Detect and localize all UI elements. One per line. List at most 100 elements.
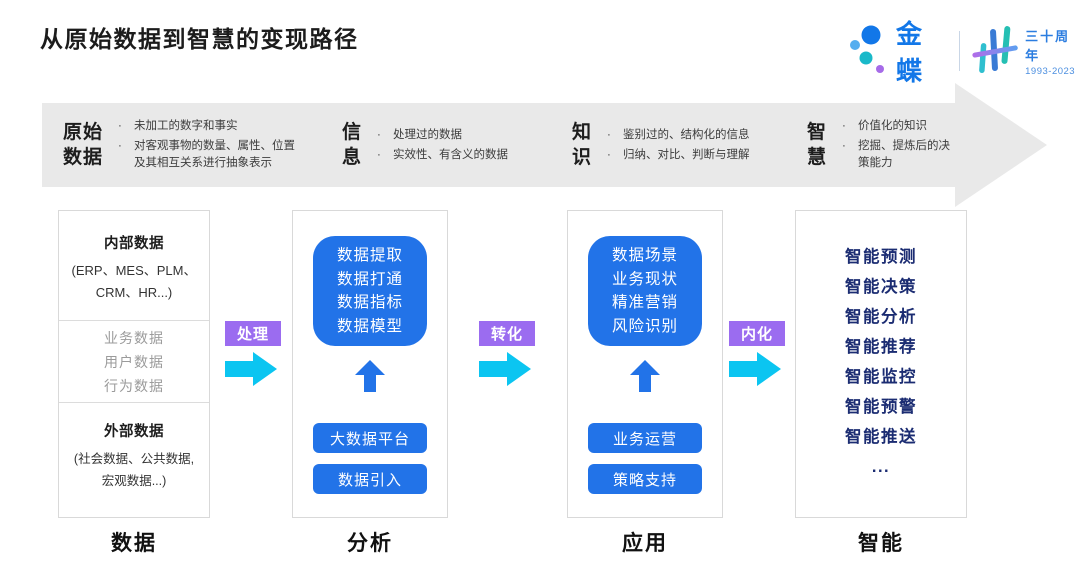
bullet-point: · 鉴别过的、结构化的信息 [607, 127, 750, 144]
arrow-stem [225, 361, 253, 377]
footer-data: 数据 [111, 532, 157, 555]
stage-term: 智 慧 [807, 120, 827, 170]
up-arrow-icon [355, 360, 385, 392]
bullet-point: ·归纳、对比、判断与理解 [607, 147, 750, 164]
arrow-head [757, 352, 781, 386]
capability-line: 精准营销 [611, 294, 678, 311]
stage-term-line: 智 [807, 122, 828, 143]
internalize-tag: 内化 [729, 321, 785, 346]
data-column: 内部数据 (ERP、MES、PLM、 CRM、HR...) 业务数据 用户数据 … [58, 210, 210, 518]
bullet-point: · 处理过的数据 [377, 127, 508, 144]
bullet-icon: · [118, 140, 122, 152]
point-text: 价值化的知识 [858, 120, 928, 132]
arrow-head [355, 360, 385, 375]
stage-wisdom: 智 慧 ·价值化的知识 · 挖掘、提炼后的决策能力 [807, 103, 955, 187]
stage-points: · 鉴别过的、结构化的信息 ·归纳、对比、判断与理解 [607, 127, 750, 164]
capability-line: 风险识别 [611, 317, 678, 335]
anniversary-years: 1993-2023 [1025, 65, 1076, 77]
big-data-platform-button[interactable]: 大数据平台 [313, 423, 427, 453]
stage-raw-data: 原始 数据 · 未加工的数字和事实 · 对客观事物的数量、属性、位置及其相互关系进行… [63, 103, 300, 187]
list-item: 智能分析 [845, 308, 917, 326]
arrow-head [630, 360, 660, 375]
application-capability-box: 数据场景 业务现状 精准营销 风险识别 [588, 236, 702, 346]
section-line: CRM、HR...) [95, 285, 173, 300]
point-text: 未加工的数字和事实 [134, 120, 238, 132]
section-line: (ERP、MES、PLM、 [71, 263, 197, 278]
bullet-icon: · [118, 120, 122, 132]
application-column: 数据场景 业务现状 精准营销 风险识别 业务运营 策略支持 [567, 210, 723, 518]
bullet-icon: · [377, 128, 381, 141]
brand-name: 金蝶 [896, 19, 925, 86]
strategy-support-button[interactable]: 策略支持 [588, 464, 702, 494]
capability-line: 数据场景 [611, 247, 678, 264]
intelligence-list: 智能预测 智能决策 智能分析 智能推荐 智能监控 智能预警 智能推送 ... [796, 211, 966, 482]
logo-divider [959, 31, 961, 71]
stage-term-line: 数据 [63, 147, 104, 168]
stage-points: ·价值化的知识 · 挖掘、提炼后的决策能力 [842, 118, 955, 172]
page-title: 从原始数据到智慧的变现路径 [40, 26, 359, 52]
arrow-head [253, 352, 277, 386]
capability-line: 数据模型 [336, 317, 403, 335]
internal-data-section: 内部数据 (ERP、MES、PLM、 CRM、HR...) [59, 211, 209, 321]
stage-points: · 处理过的数据 · 实效性、有含义的数据 [377, 127, 508, 164]
list-item: 智能推送 [845, 428, 917, 446]
bullet-icon: · [607, 128, 611, 141]
data-import-button[interactable]: 数据引入 [313, 464, 427, 494]
section-heading: 内部数据 [104, 236, 164, 252]
thirty-anniversary-icon [972, 21, 1018, 82]
connector-transform: 转化 [479, 321, 535, 386]
analysis-capability-box: 数据提取 数据打通 数据指标 数据模型 [313, 236, 427, 346]
point-text: 处理过的数据 [393, 128, 463, 141]
kingdee-dots-icon [846, 22, 890, 81]
stage-term: 原始 数据 [63, 120, 103, 170]
stage-term-line: 息 [342, 147, 363, 168]
intelligence-column: 智能预测 智能决策 智能分析 智能推荐 智能监控 智能预警 智能推送 ... [795, 210, 967, 518]
bullet-point: · 对客观事物的数量、属性、位置及其相互关系进行抽象表示 [118, 138, 300, 172]
middle-data-section: 业务数据 用户数据 行为数据 [59, 321, 209, 403]
arrow-stem [364, 375, 376, 392]
point-text: 归纳、对比、判断与理解 [623, 148, 750, 161]
capability-line: 业务现状 [611, 270, 678, 288]
stage-information: 信 息 · 处理过的数据 · 实效性、有含义的数据 [342, 103, 508, 187]
stage-knowledge: 知 识 · 鉴别过的、结构化的信息 ·归纳、对比、判断与理解 [572, 103, 750, 187]
stage-term: 信 息 [342, 120, 362, 170]
up-arrow-icon [630, 360, 660, 392]
footer-analysis: 分析 [347, 532, 393, 555]
arrow-stem [479, 361, 507, 377]
right-arrow-icon [479, 352, 531, 386]
anniversary-title: 三十周年 [1025, 28, 1071, 63]
banner-arrowhead-icon [955, 83, 1047, 207]
capability-line: 数据提取 [336, 247, 403, 264]
bullet-point: · 实效性、有含义的数据 [377, 147, 508, 164]
bullet-point: ·价值化的知识 [842, 118, 955, 135]
connector-process: 处理 [225, 321, 281, 386]
point-text: 对客观事物的数量、属性、位置及其相互关系进行抽象表示 [134, 140, 296, 169]
dikw-banner: 原始 数据 · 未加工的数字和事实 · 对客观事物的数量、属性、位置及其相互关系进行… [42, 103, 955, 187]
point-text: 鉴别过的、结构化的信息 [623, 128, 750, 141]
stage-term-line: 慧 [807, 147, 828, 168]
business-operation-button[interactable]: 业务运营 [588, 423, 702, 453]
arrow-head [507, 352, 531, 386]
kingdee-logo: 金蝶 三十周年 1993-2023 [846, 14, 1080, 88]
right-arrow-icon [729, 352, 781, 386]
connector-internalize: 内化 [729, 321, 785, 386]
list-item: 智能预警 [845, 398, 917, 416]
right-arrow-icon [225, 352, 277, 386]
bullet-point: · 未加工的数字和事实 [118, 118, 300, 135]
arrow-stem [639, 375, 651, 392]
stage-term-line: 信 [342, 122, 363, 143]
arrow-stem [729, 361, 757, 377]
list-item: 智能监控 [845, 368, 917, 386]
stage-term-line: 知 [572, 122, 593, 143]
bullet-icon: · [377, 148, 381, 161]
stage-term-line: 识 [572, 147, 593, 168]
section-line: 宏观数据...) [101, 474, 167, 488]
section-line: 业务数据 [104, 329, 164, 346]
section-heading: 外部数据 [104, 424, 164, 440]
stage-term-line: 原始 [63, 122, 104, 143]
section-line: 行为数据 [104, 377, 164, 394]
point-text: 挖掘、提炼后的决策能力 [858, 140, 951, 169]
bullet-icon: · [842, 140, 846, 152]
section-line: (社会数据、公共数据, [73, 452, 195, 466]
point-text: 实效性、有含义的数据 [393, 148, 509, 161]
